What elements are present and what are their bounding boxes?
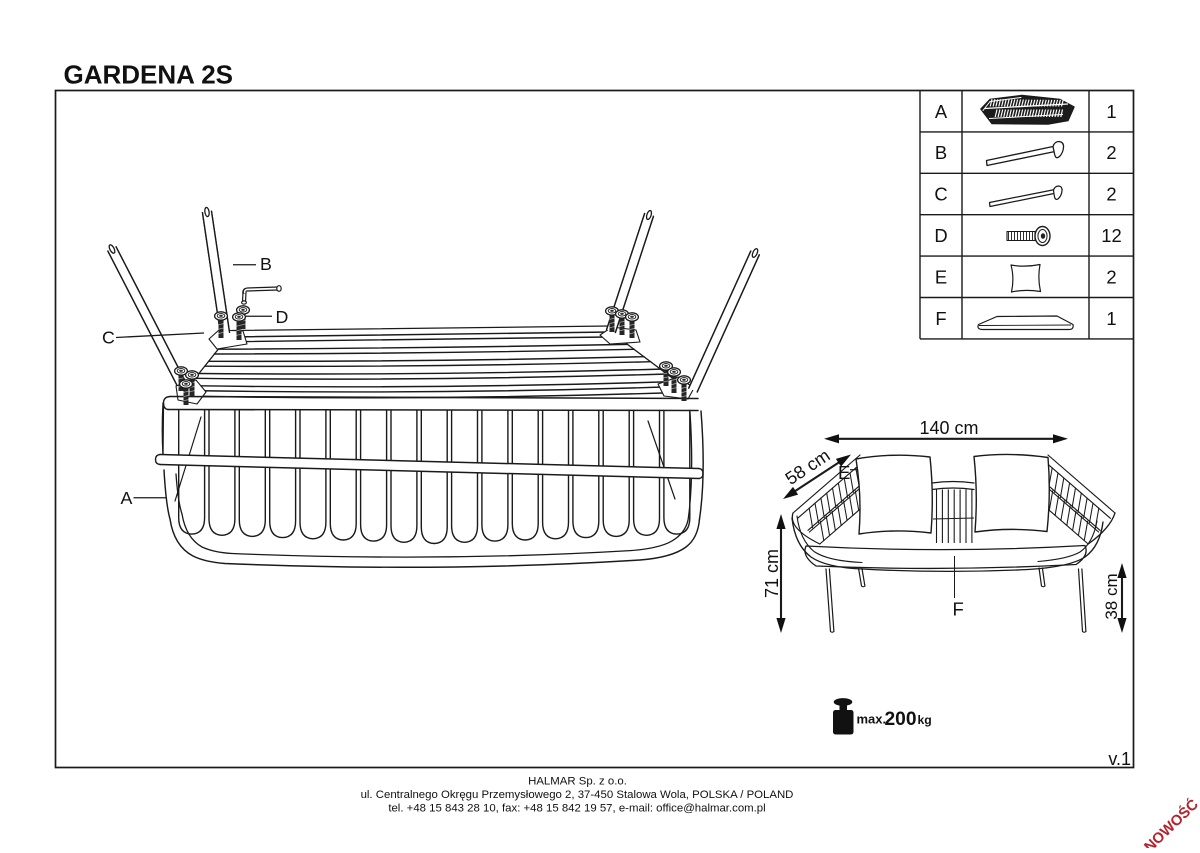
svg-text:A: A — [121, 488, 133, 508]
svg-text:B: B — [260, 254, 272, 274]
svg-text:1: 1 — [1106, 308, 1116, 329]
svg-text:2: 2 — [1106, 184, 1116, 205]
svg-text:E: E — [838, 462, 850, 483]
svg-text:71 cm: 71 cm — [762, 549, 782, 598]
svg-text:D: D — [276, 307, 289, 327]
svg-text:12: 12 — [1101, 225, 1121, 246]
svg-text:200: 200 — [885, 709, 917, 730]
svg-text:B: B — [935, 142, 947, 163]
svg-text:F: F — [953, 599, 964, 620]
svg-text:v.1: v.1 — [1108, 749, 1131, 769]
svg-text:D: D — [934, 225, 947, 246]
svg-text:2: 2 — [1106, 142, 1116, 163]
svg-text:2: 2 — [1106, 266, 1116, 287]
svg-text:E: E — [935, 266, 947, 287]
svg-text:A: A — [935, 101, 948, 122]
svg-text:HALMAR Sp. z o.o.: HALMAR Sp. z o.o. — [528, 776, 627, 788]
svg-text:C: C — [102, 327, 115, 347]
svg-text:140 cm: 140 cm — [919, 418, 978, 438]
svg-text:tel. +48 15 843 28 10, fax: +4: tel. +48 15 843 28 10, fax: +48 15 842 1… — [388, 803, 765, 815]
svg-text:ul. Centralnego Okręgu Przemys: ul. Centralnego Okręgu Przemysłowego 2, … — [361, 789, 794, 801]
svg-text:GARDENA 2S: GARDENA 2S — [64, 60, 234, 90]
svg-text:max.: max. — [857, 711, 887, 726]
svg-text:1: 1 — [1106, 101, 1116, 122]
svg-text:F: F — [935, 308, 946, 329]
svg-text:38 cm: 38 cm — [1102, 573, 1121, 619]
svg-text:kg: kg — [918, 713, 932, 727]
svg-text:C: C — [934, 184, 947, 205]
